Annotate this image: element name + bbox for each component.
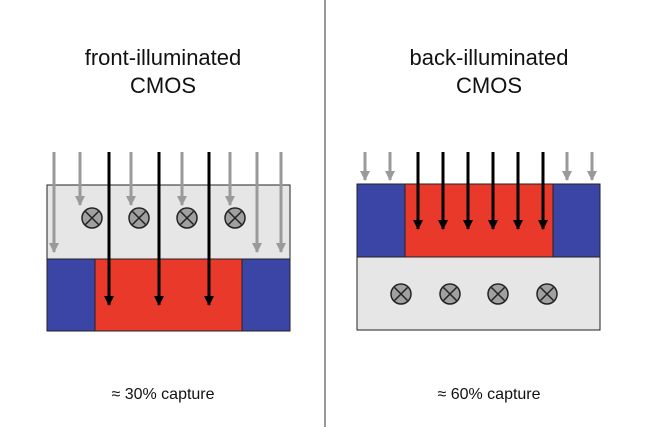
- back-wire-node: [439, 283, 461, 305]
- front-title-line2: CMOS: [130, 73, 196, 98]
- front-title-line1: front-illuminated: [84, 45, 242, 70]
- back-substrate-right: [552, 183, 601, 258]
- back-substrate-left: [356, 183, 406, 258]
- back-panel-title: back-illuminated CMOS: [326, 44, 652, 100]
- front-wire-node: [81, 207, 103, 229]
- front-substrate-right: [241, 258, 291, 332]
- back-photodiode: [404, 183, 554, 258]
- back-wire-node: [536, 283, 558, 305]
- back-wiring-layer: [356, 256, 601, 331]
- back-title-line1: back-illuminated: [409, 45, 569, 70]
- back-title-line2: CMOS: [456, 73, 522, 98]
- back-capture-caption: ≈ 60% capture: [437, 386, 541, 403]
- front-sensor: [46, 152, 291, 332]
- back-wire-node: [487, 283, 509, 305]
- back-sensor: [356, 152, 601, 331]
- front-photodiode: [94, 258, 243, 332]
- front-wire-node: [176, 207, 198, 229]
- front-panel-title: front-illuminated CMOS: [0, 44, 326, 100]
- front-wire-node: [224, 207, 246, 229]
- back-wire-node: [390, 283, 412, 305]
- front-capture-caption: ≈ 30% capture: [111, 386, 215, 403]
- front-wire-node: [128, 207, 150, 229]
- front-substrate-left: [46, 258, 96, 332]
